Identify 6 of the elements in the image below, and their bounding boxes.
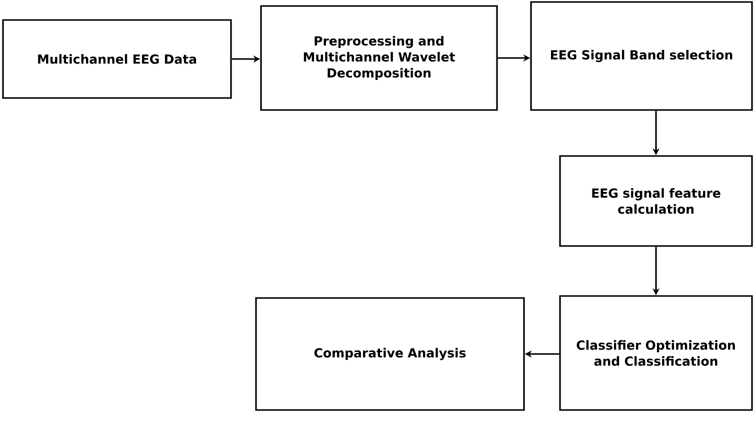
process-box: Multichannel EEG Data: [2, 19, 232, 99]
process-box: Comparative Analysis: [255, 297, 525, 411]
process-box: Preprocessing and Multichannel Wavelet Decomposition: [260, 5, 498, 111]
process-box: Classifier Optimization and Classification: [559, 295, 753, 411]
process-box: EEG Signal Band selection: [530, 1, 753, 111]
process-box: EEG signal feature calculation: [559, 155, 753, 247]
